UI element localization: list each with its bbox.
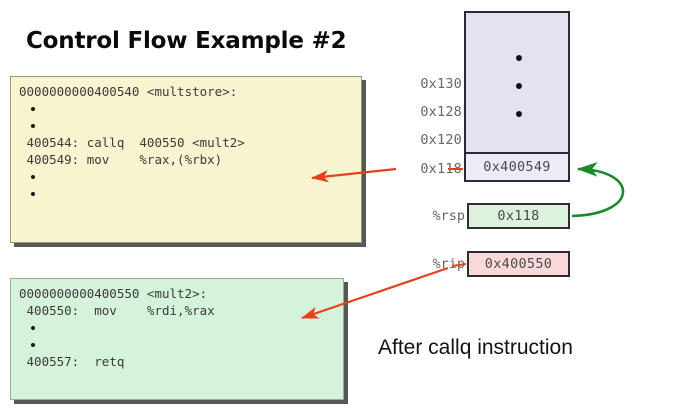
page-title: Control Flow Example #2: [26, 28, 347, 54]
code-block-mult2: 0000000000400550 <mult2>: 400550: mov %r…: [10, 278, 344, 400]
slide-caption: After callq instruction: [378, 336, 573, 359]
code-line: 400544: callq 400550 <mult2>: [19, 135, 245, 150]
code-line: 0000000000400550 <mult2>:: [19, 286, 208, 301]
stack-address-label-0x118: 0x118: [420, 161, 462, 177]
stack-address-label-0x128: 0x128: [420, 104, 462, 120]
code-line-bullet: [19, 185, 361, 202]
code-line-bullet: [19, 168, 361, 185]
register-label-rip: %rip: [432, 256, 465, 272]
stack-cell-return-address: 0x400549: [466, 154, 568, 180]
code-line-bullet: [19, 336, 343, 353]
stack-panel: 0x400549: [464, 11, 570, 182]
code-line: 0000000000400540 <multstore>:: [19, 84, 238, 99]
code-line-bullet: [19, 100, 361, 117]
stack-ellipsis-dot: [516, 111, 522, 117]
code-line: 400550: mov %rdi,%rax: [19, 303, 215, 318]
code-line: 400557: retq: [19, 354, 125, 369]
stack-address-label-0x120: 0x120: [420, 132, 462, 148]
register-value-rip: 0x400550: [467, 251, 570, 277]
code-line-bullet: [19, 319, 343, 336]
register-label-rsp: %rsp: [432, 208, 465, 224]
code-line: 400549: mov %rax,(%rbx): [19, 152, 223, 167]
arrow-rsp-to-stack-cell: [571, 162, 625, 218]
code-block-multstore: 0000000000400540 <multstore>: 400544: ca…: [10, 76, 362, 243]
stack-empty-region: [466, 13, 568, 154]
stack-ellipsis-dot: [516, 83, 522, 89]
stack-address-label-0x130: 0x130: [420, 76, 462, 92]
code-line-bullet: [19, 117, 361, 134]
register-value-rsp: 0x118: [467, 203, 570, 229]
stack-ellipsis-dot: [516, 55, 522, 61]
